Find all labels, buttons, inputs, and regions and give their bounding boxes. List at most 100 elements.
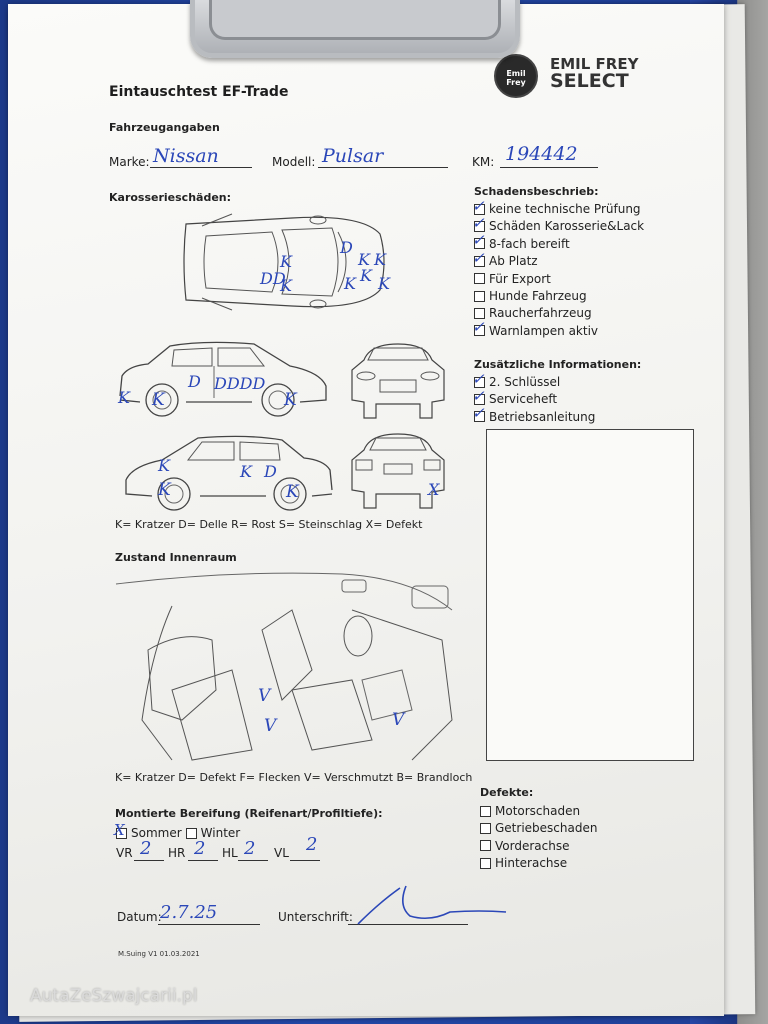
car-front-view-diagram bbox=[351, 343, 445, 419]
tire-hr-label: HR bbox=[168, 846, 186, 860]
tire-hl-value[interactable]: 2 bbox=[244, 838, 256, 859]
additional-info-item: ✓ Betriebsanleitung bbox=[472, 404, 596, 424]
mark-top-d: D bbox=[340, 238, 353, 257]
damage-report-item: ✓ Ab Platz bbox=[472, 249, 538, 269]
tire-hr-value[interactable]: 2 bbox=[194, 838, 206, 859]
mark-side2-d: D bbox=[264, 462, 277, 481]
mark-side1-d: D bbox=[188, 372, 201, 391]
damage-report-checkbox[interactable]: ✓ bbox=[472, 197, 485, 215]
damage-report-label: Schäden Karosserie&Lack bbox=[489, 219, 645, 234]
damage-report-checkbox[interactable]: ✓ bbox=[472, 231, 485, 250]
damage-report-checkbox[interactable]: ✓ bbox=[472, 318, 485, 337]
mark-top-k1: K bbox=[280, 252, 292, 271]
damage-report-checkbox[interactable] bbox=[474, 307, 485, 319]
km-underline bbox=[500, 167, 598, 168]
defect-item: Vorderachse bbox=[480, 839, 569, 853]
tire-summer-checkbox[interactable]: X bbox=[114, 821, 127, 839]
form-sheet: Emil Frey EMIL FREY SELECT Eintauschtest… bbox=[8, 4, 724, 1016]
logo-circle-text: Emil Frey bbox=[506, 69, 526, 87]
damage-report-label: 8-fach bereift bbox=[489, 236, 570, 251]
value-km[interactable]: 194442 bbox=[505, 143, 578, 165]
tick-summer: X bbox=[114, 820, 125, 839]
mark-top-k2: K bbox=[280, 276, 292, 295]
defects-heading: Defekte: bbox=[480, 786, 534, 799]
signature-underline bbox=[348, 924, 468, 925]
damage-report-checkbox[interactable]: ✓ bbox=[472, 249, 485, 267]
checkmark-icon: ✓ bbox=[472, 386, 485, 405]
additional-info-label: Serviceheft bbox=[489, 392, 558, 407]
additional-info-label: Betriebsanleitung bbox=[489, 409, 596, 424]
mark-side1-k1: K bbox=[118, 388, 130, 407]
mark-side2-k2: K bbox=[158, 480, 171, 500]
tire-vr-value[interactable]: 2 bbox=[140, 838, 152, 859]
tire-hl-label: HL bbox=[222, 846, 238, 860]
defect-checkbox[interactable] bbox=[480, 822, 491, 834]
defect-checkbox[interactable] bbox=[480, 840, 491, 852]
mark-top-k7: K bbox=[378, 274, 390, 293]
damage-report-label: Für Export bbox=[489, 271, 551, 286]
mark-interior-v1: V bbox=[258, 686, 271, 706]
make-underline bbox=[150, 167, 252, 168]
car-top-view-diagram bbox=[183, 213, 385, 311]
tire-hl-underline bbox=[238, 860, 268, 861]
car-interior-diagram bbox=[115, 572, 453, 761]
damage-report-checkbox[interactable]: ✓ bbox=[472, 214, 485, 232]
tire-vr-underline bbox=[134, 860, 164, 861]
value-make[interactable]: Nissan bbox=[153, 145, 219, 167]
mark-side2-k4: K bbox=[286, 482, 299, 502]
damage-report-item: ✓ Schäden Karosserie&Lack bbox=[472, 214, 645, 234]
checkmark-icon: ✓ bbox=[472, 196, 485, 215]
defect-item: Hinterachse bbox=[480, 856, 567, 870]
model-underline bbox=[318, 167, 448, 168]
defect-label: Vorderachse bbox=[495, 838, 570, 853]
mark-side2-k1: K bbox=[158, 456, 170, 475]
tire-vl-underline bbox=[290, 860, 320, 861]
section-vehicle: Fahrzeugangaben bbox=[109, 121, 220, 134]
body-damage-legend: K= Kratzer D= Delle R= Rost S= Steinschl… bbox=[115, 518, 423, 531]
value-date[interactable]: 2.7.25 bbox=[160, 902, 218, 923]
additional-info-label: 2. Schlüssel bbox=[489, 375, 561, 389]
mark-rear-x: X bbox=[428, 480, 440, 499]
damage-report-heading: Schadensbeschrieb: bbox=[474, 185, 599, 198]
mark-top-k3: K bbox=[358, 250, 370, 269]
defect-label: Getriebeschaden bbox=[495, 821, 598, 836]
label-signature: Unterschrift: bbox=[278, 910, 353, 924]
tire-winter-label: Winter bbox=[200, 826, 241, 840]
section-interior: Zustand Innenraum bbox=[115, 551, 237, 564]
damage-report-label: Warnlampen aktiv bbox=[489, 323, 599, 338]
tire-winter-checkbox[interactable] bbox=[185, 827, 197, 839]
mark-top-k4: K bbox=[374, 250, 386, 269]
mark-top-k6: K bbox=[360, 266, 372, 285]
additional-info-checkbox[interactable]: ✓ bbox=[472, 404, 485, 423]
tire-vl-value[interactable]: 2 bbox=[306, 834, 318, 855]
signature-drawing[interactable] bbox=[350, 882, 510, 928]
damage-report-checkbox[interactable] bbox=[474, 273, 485, 285]
damage-report-item: Raucherfahrzeug bbox=[474, 306, 592, 320]
checkmark-icon: ✓ bbox=[472, 404, 485, 423]
section-body-damage: Karosserieschäden: bbox=[109, 191, 232, 204]
defect-checkbox[interactable] bbox=[480, 805, 491, 817]
notes-box[interactable] bbox=[486, 429, 694, 761]
defect-checkbox[interactable] bbox=[480, 857, 491, 869]
date-underline bbox=[158, 924, 260, 925]
damage-report-checkbox[interactable] bbox=[474, 290, 485, 302]
label-model: Modell: bbox=[272, 155, 316, 169]
label-make: Marke: bbox=[109, 155, 150, 169]
tire-vr-label: VR bbox=[116, 846, 133, 860]
clipboard-clip bbox=[190, 0, 520, 58]
value-model[interactable]: Pulsar bbox=[322, 145, 384, 167]
tire-summer-label: Sommer bbox=[131, 826, 182, 840]
checkmark-icon: ✓ bbox=[472, 231, 485, 250]
damage-report-label: Hunde Fahrzeug bbox=[489, 289, 587, 303]
additional-info-checkbox[interactable]: ✓ bbox=[472, 370, 485, 388]
tire-vl-label: VL bbox=[274, 846, 289, 860]
logo-wordmark: EMIL FREY SELECT bbox=[550, 56, 638, 91]
mark-interior-v2: V bbox=[264, 716, 277, 736]
damage-report-label: Ab Platz bbox=[489, 254, 538, 269]
footer-code: M.Suing V1 01.03.2021 bbox=[118, 950, 200, 958]
mark-side1-k2: K bbox=[152, 390, 165, 410]
damage-report-label: keine technische Prüfung bbox=[489, 202, 641, 216]
defect-item: Getriebeschaden bbox=[480, 821, 597, 835]
additional-info-checkbox[interactable]: ✓ bbox=[472, 387, 485, 405]
checkmark-icon: ✓ bbox=[472, 248, 485, 267]
